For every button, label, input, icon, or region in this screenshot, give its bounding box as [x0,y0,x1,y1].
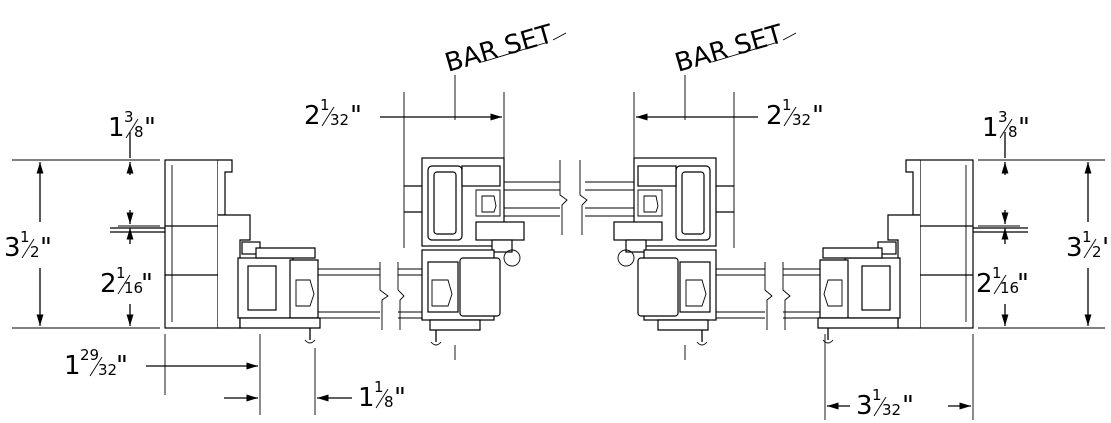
svg-text:2: 2 [30,243,40,261]
svg-text:32: 32 [882,401,901,419]
svg-text:32: 32 [330,111,349,129]
svg-text:16: 16 [124,279,143,297]
svg-text:1: 1 [782,96,792,114]
svg-text:29: 29 [80,346,99,364]
svg-text:32: 32 [98,361,117,379]
dim-left-mid-height: 2 1 16 " [100,264,153,299]
dim-left-top-width: 1 3 8 " [108,108,156,143]
svg-text:": " [116,351,128,381]
svg-text:1: 1 [320,96,330,114]
svg-text:1: 1 [1082,228,1092,246]
svg-text:2: 2 [304,101,321,131]
svg-text:8: 8 [1008,123,1018,141]
dim-right-height: 3 1 2 ' [1066,228,1109,263]
center-left-lower-sash [421,88,501,360]
svg-text:3: 3 [856,391,873,421]
svg-text:1: 1 [982,113,999,143]
dim-right-bottom: 3 1 32 " [856,386,914,421]
svg-text:3: 3 [4,233,21,263]
dim-right-mid-height: 2 1 16 " [976,264,1029,299]
svg-text:16: 16 [1000,279,1019,297]
svg-text:': ' [1102,233,1109,263]
center-right-lower-sash [637,88,717,360]
dim-left-bottom: 1 29 32 " [64,346,128,381]
svg-text:2: 2 [766,101,783,131]
dim-left-height: 3 1 2 " [4,228,52,263]
svg-text:3: 3 [998,108,1008,126]
bar-set-right-label: BAR SET [672,19,797,88]
svg-text:": " [1018,113,1030,143]
svg-text:2: 2 [976,269,993,299]
svg-text:": " [812,101,824,131]
svg-text:2: 2 [1092,243,1102,261]
glass-panes [318,160,822,330]
bar-set-right-text: BAR SET [672,19,787,78]
center-left-rail [404,157,525,267]
left-sash-profile [237,247,321,344]
svg-text:": " [40,233,52,263]
right-sash-profile [817,247,901,344]
svg-text:1: 1 [20,228,30,246]
dim-center-left: 2 1 32 " [304,96,362,131]
svg-text:": " [1017,269,1029,299]
dim-left-overlap: 1 1 8 " [358,378,406,413]
svg-text:8: 8 [134,123,144,141]
dimension-lines [12,92,1105,420]
dim-right-top-width: 1 3 8 " [982,108,1030,143]
bar-set-left-text: BAR SET [442,19,557,78]
right-frame-profile [877,159,1028,329]
bar-set-left-label: BAR SET [442,19,567,88]
svg-text:1: 1 [992,264,1002,282]
svg-text:": " [394,383,406,413]
svg-text:1: 1 [64,351,81,381]
svg-text:": " [350,101,362,131]
left-frame-profile [110,159,261,329]
svg-text:1: 1 [116,264,126,282]
svg-text:2: 2 [100,269,117,299]
svg-text:3: 3 [1066,233,1083,263]
center-right-rail [613,157,734,267]
svg-text:": " [902,391,914,421]
svg-text:3: 3 [124,108,134,126]
svg-text:": " [141,269,153,299]
svg-text:": " [144,113,156,143]
svg-text:1: 1 [108,113,125,143]
svg-text:1: 1 [358,383,375,413]
svg-text:1: 1 [872,386,882,404]
svg-text:1: 1 [374,378,384,396]
dim-center-right: 2 1 32 " [766,96,824,131]
svg-text:8: 8 [384,393,394,411]
svg-text:32: 32 [792,111,811,129]
